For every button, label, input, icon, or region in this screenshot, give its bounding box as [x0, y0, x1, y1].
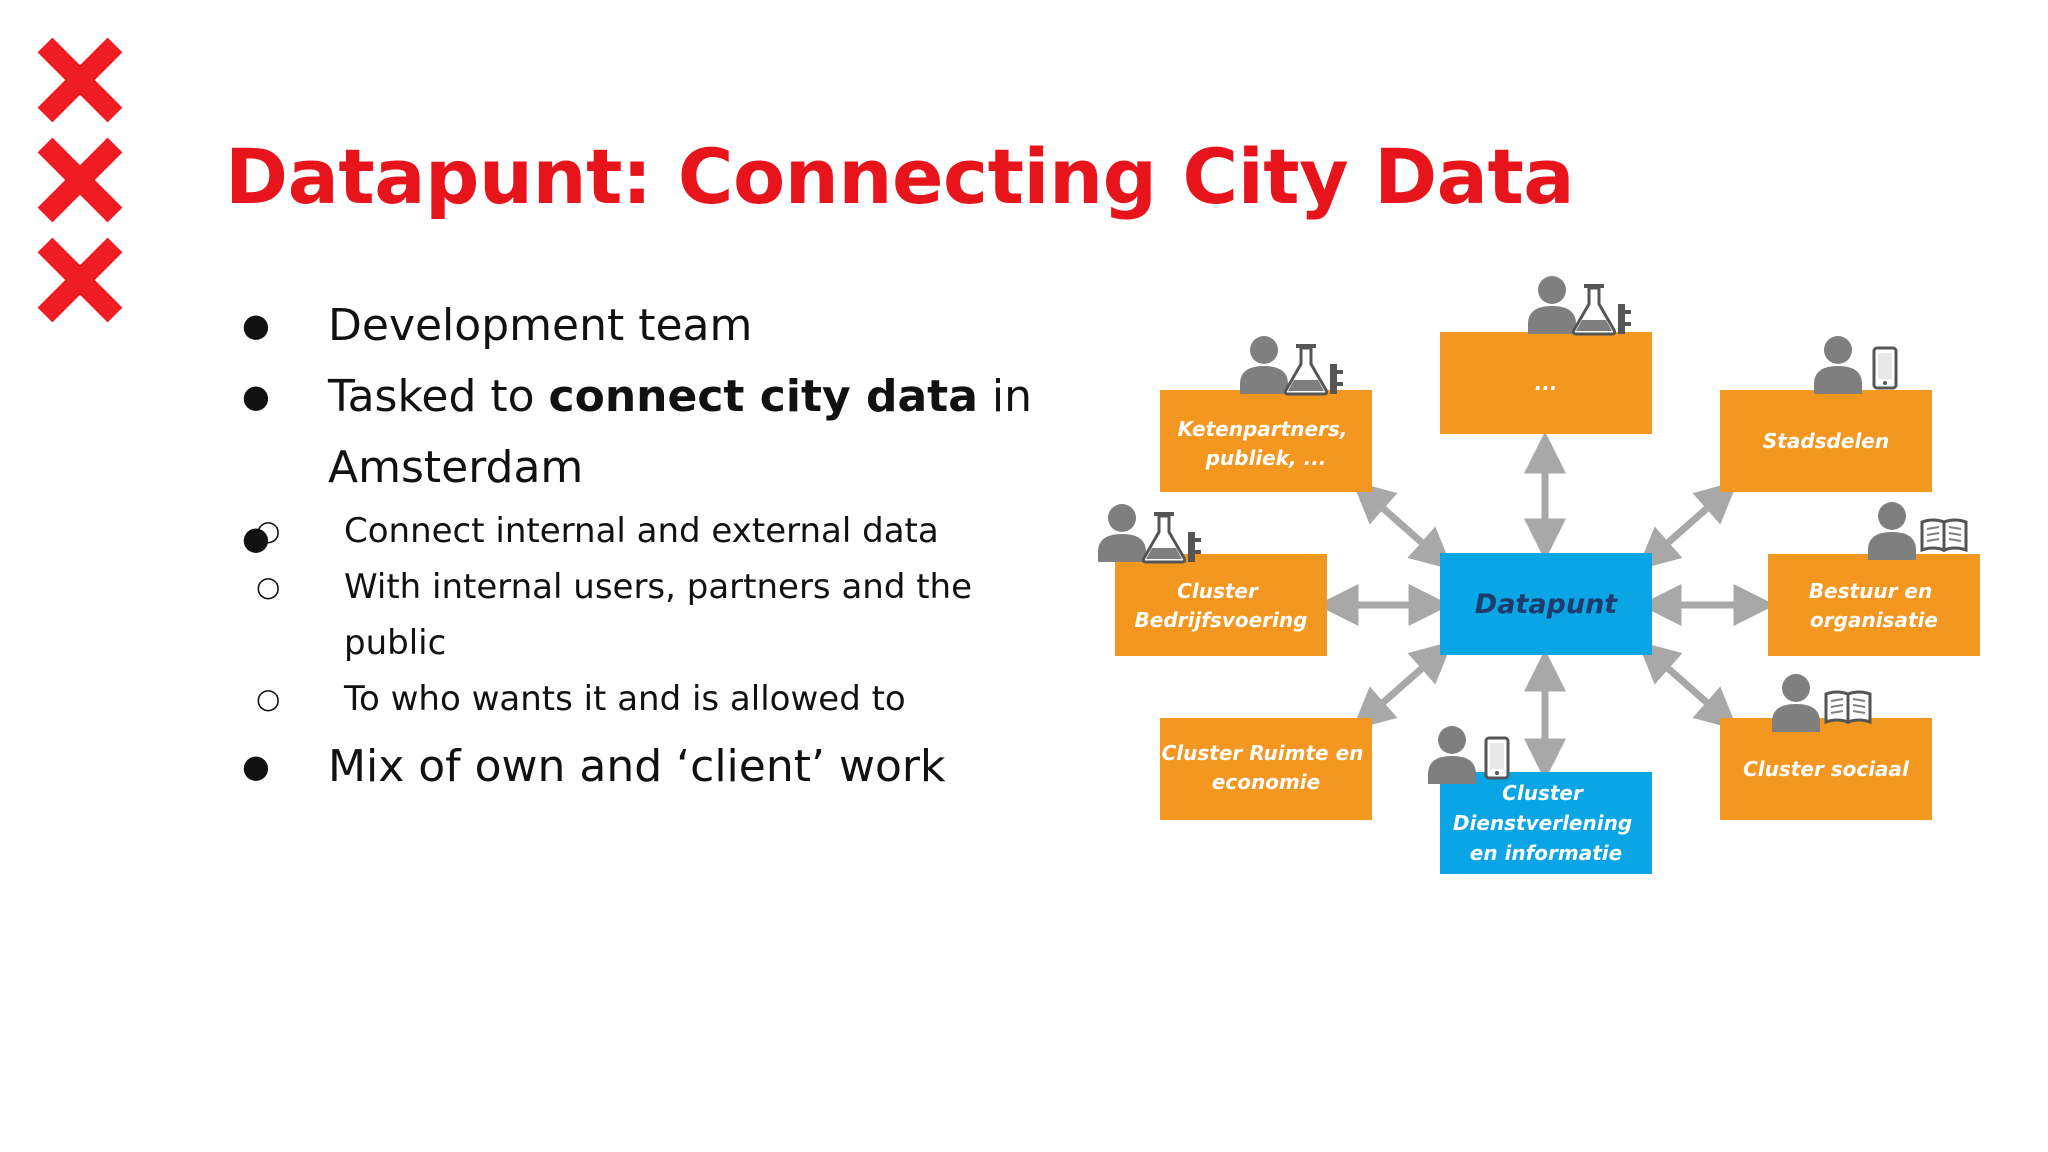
arrow-ruimte	[1352, 641, 1453, 730]
bullet-tasked: Tasked to connect city data in Amsterdam	[242, 361, 1072, 503]
sub-bullet-item: With internal users, partners and the pu…	[242, 559, 1072, 671]
datapunt-diagram: ... Ketenpartners, publiek, ... Stadsdel…	[1098, 276, 1980, 874]
node-dienstverlening: Cluster Dienstverlening en informatie	[1428, 726, 1652, 874]
node-label-line: organisatie	[1810, 608, 1938, 632]
person-phone-icon	[1814, 336, 1898, 394]
node-bedrijfsvoering: Cluster Bedrijfsvoering	[1098, 504, 1327, 656]
bullet-text: Development team	[328, 300, 753, 351]
sub-bullet-list: Connect internal and external data With …	[242, 503, 1072, 727]
node-ketenpartners: Ketenpartners, publiek, ...	[1160, 336, 1372, 492]
arrow-ketenpartners	[1352, 481, 1453, 570]
node-top: ...	[1440, 276, 1652, 434]
x-cross-icon	[37, 37, 123, 123]
node-sociaal: Cluster sociaal	[1720, 674, 1932, 820]
node-label-line: economie	[1212, 770, 1320, 794]
node-label-line: en informatie	[1470, 841, 1622, 865]
bullet-text-suffix: in Amsterdam	[328, 371, 1032, 493]
person-flask-icon	[1528, 276, 1633, 336]
bullet-mix-work: Mix of own and ‘client’ work	[242, 731, 1072, 802]
node-label-line: Ketenpartners,	[1178, 417, 1348, 441]
person-flask-icon	[1098, 504, 1203, 564]
arrow-sociaal	[1637, 641, 1738, 730]
node-label-line: Bedrijfsvoering	[1135, 608, 1308, 632]
node-sociaal-label: Cluster sociaal	[1743, 757, 1910, 781]
sub-bullet-item: To who wants it and is allowed to	[242, 671, 1072, 727]
slide-title: Datapunt: Connecting City Data	[225, 132, 1575, 221]
svg-text:Bestuur en organisatie: Bestuur en organisatie	[1809, 579, 1939, 632]
sub-bullet-item: Connect internal and external data	[242, 503, 1072, 559]
bullet-list: Development team Tasked to connect city …	[242, 290, 1072, 802]
sub-bullet-group: Connect internal and external data With …	[242, 503, 1072, 727]
node-top-label: ...	[1535, 371, 1558, 395]
node-stadsdelen: Stadsdelen	[1720, 336, 1932, 492]
svg-text:Cluster Dienstverlening: Cluster Dienstverlening en informatie	[1453, 781, 1639, 865]
node-label-line: Cluster	[1502, 781, 1584, 805]
bullet-development-team: Development team	[242, 290, 1072, 361]
x-cross-icon	[37, 237, 123, 323]
svg-text:Cluster Ruimte en econom: Cluster Ruimte en economie	[1162, 741, 1371, 794]
bullet-text: Mix of own and ‘client’ work	[328, 741, 946, 792]
person-book-icon	[1868, 502, 1968, 560]
node-bestuur: Bestuur en organisatie	[1768, 502, 1980, 656]
svg-text:Cluster Bedrijfsvoering: Cluster Bedrijfsvoering	[1135, 579, 1308, 632]
node-stadsdelen-label: Stadsdelen	[1763, 429, 1889, 453]
x-cross-icon	[37, 137, 123, 223]
node-datapunt-hub: Datapunt	[1440, 553, 1652, 655]
svg-text:Ketenpartners, publiek,: Ketenpartners, publiek, ...	[1178, 417, 1355, 470]
node-label-line: Cluster Ruimte en	[1162, 741, 1364, 765]
node-label-line: Cluster	[1177, 579, 1259, 603]
node-label-line: publiek, ...	[1205, 446, 1327, 470]
node-label-line: Bestuur en	[1809, 579, 1932, 603]
person-phone-icon	[1428, 726, 1510, 784]
bullet-text-prefix: Tasked to	[328, 371, 549, 422]
person-flask-icon	[1240, 336, 1345, 396]
node-ruimte: Cluster Ruimte en economie	[1160, 718, 1372, 820]
bullet-text-emphasis: connect city data	[548, 371, 978, 422]
arrow-stadsdelen	[1637, 481, 1738, 570]
amsterdam-xxx-logo	[37, 37, 123, 323]
node-label-line: Dienstverlening	[1453, 811, 1632, 835]
hub-label: Datapunt	[1475, 589, 1619, 620]
